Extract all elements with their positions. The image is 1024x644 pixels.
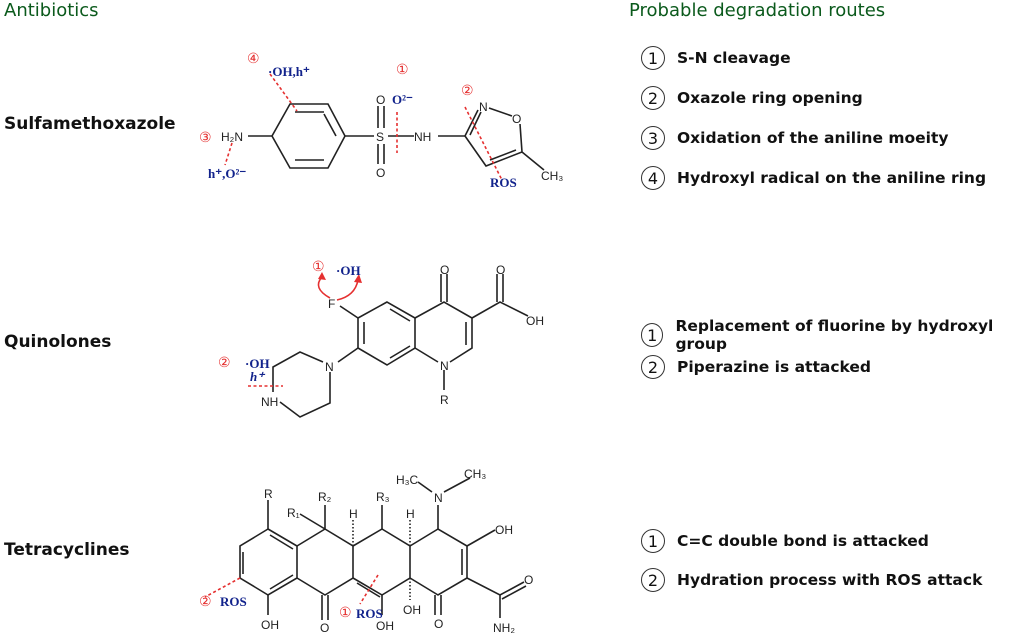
svg-text:F: F — [328, 297, 335, 311]
svg-text:H₂N: H₂N — [221, 130, 243, 144]
svg-text:O: O — [320, 621, 329, 635]
route-label: Hydration process with ROS attack — [677, 571, 983, 589]
svg-text:R: R — [264, 487, 273, 501]
route-label: Hydroxyl radical on the aniline ring — [677, 169, 987, 187]
quinolone-structure: F O O OH N N R NH ① ② ·OH ·OH h⁺ — [218, 258, 544, 418]
svg-text:h⁺: h⁺ — [250, 369, 266, 384]
route-label: S-N cleavage — [677, 49, 791, 67]
svg-text:CH₃: CH₃ — [541, 169, 563, 183]
route-item: 2 Hydration process with ROS attack — [641, 568, 982, 592]
routes-header: Probable degradation routes — [629, 0, 886, 21]
svg-text:OH: OH — [376, 619, 394, 633]
drug-name-sulfamethoxazole: Sulfamethoxazole — [4, 114, 176, 134]
drug-name-tetracyclines: Tetracyclines — [4, 540, 130, 560]
route-number: 2 — [641, 86, 665, 110]
svg-text:ROS: ROS — [220, 594, 247, 609]
attack-marker-2: ② — [461, 82, 474, 98]
route-number: 1 — [641, 46, 665, 70]
sulfamethoxazole-structure: H₂N S O O NH N O CH₃ ④ ① ② ③ ·OH,h⁺ O²⁻ … — [199, 50, 563, 190]
svg-text:NH₂: NH₂ — [493, 621, 515, 635]
route-label: Replacement of fluorine by hydroxyl grou… — [675, 317, 994, 353]
route-item: 2 Oxazole ring opening — [641, 86, 863, 110]
svg-text:N: N — [325, 360, 334, 374]
route-number: 2 — [641, 568, 665, 592]
route-number: 1 — [641, 323, 664, 347]
svg-text:O: O — [376, 166, 385, 180]
svg-text:R₂: R₂ — [318, 490, 332, 504]
route-item: 1 S-N cleavage — [641, 46, 791, 70]
svg-text:ROS: ROS — [490, 175, 517, 190]
attack-marker-1: ① — [339, 604, 352, 620]
svg-text:CH₃: CH₃ — [464, 467, 486, 481]
svg-text:H₃C: H₃C — [396, 473, 419, 487]
svg-text:OH: OH — [403, 603, 421, 617]
route-item: 3 Oxidation of the aniline moeity — [641, 126, 949, 150]
drug-name-quinolones: Quinolones — [4, 332, 112, 352]
svg-text:O: O — [496, 263, 505, 277]
svg-text:·OH: ·OH — [245, 356, 270, 371]
svg-text:NH: NH — [414, 130, 431, 144]
svg-text:O: O — [434, 617, 443, 631]
route-label: Oxazole ring opening — [677, 89, 863, 107]
svg-text:OH: OH — [495, 523, 513, 537]
route-label: Piperazine is attacked — [677, 358, 872, 376]
route-number: 1 — [641, 529, 665, 553]
svg-text:O²⁻: O²⁻ — [392, 92, 413, 107]
svg-text:O: O — [376, 93, 385, 107]
svg-text:·OH: ·OH — [336, 263, 361, 278]
svg-text:H: H — [406, 507, 415, 521]
svg-text:OH: OH — [261, 618, 279, 632]
route-number: 4 — [641, 166, 665, 190]
route-item: 4 Hydroxyl radical on the aniline ring — [641, 166, 986, 190]
attack-marker-1: ① — [312, 258, 325, 274]
svg-text:ROS: ROS — [356, 606, 383, 621]
attack-marker-4: ④ — [247, 50, 260, 66]
attack-marker-3: ③ — [199, 129, 212, 145]
svg-text:N: N — [479, 100, 488, 114]
svg-text:R₁: R₁ — [287, 506, 300, 520]
svg-text:O: O — [440, 263, 449, 277]
svg-text:O: O — [512, 112, 521, 126]
route-number: 3 — [641, 126, 665, 150]
svg-text:NH: NH — [261, 395, 278, 409]
route-item: 1 Replacement of fluorine by hydroxyl gro… — [641, 317, 1024, 353]
svg-text:·OH,h⁺: ·OH,h⁺ — [268, 64, 310, 79]
svg-text:N: N — [440, 359, 449, 373]
svg-text:N: N — [434, 491, 443, 505]
route-label: Oxidation of the aniline moeity — [677, 129, 949, 147]
svg-text:h⁺,O²⁻: h⁺,O²⁻ — [208, 166, 246, 181]
svg-text:H: H — [349, 507, 358, 521]
tetracycline-structure: R R₁ R₂ R₃ H H N H₃C CH₃ OH OH OH OH O O… — [199, 467, 533, 635]
attack-marker-2: ② — [218, 354, 231, 370]
route-item: 2 Piperazine is attacked — [641, 355, 871, 379]
attack-marker-1: ① — [396, 61, 409, 77]
route-label: C=C double bond is attacked — [677, 532, 929, 550]
svg-text:OH: OH — [526, 314, 544, 328]
antibiotics-header: Antibiotics — [4, 0, 99, 21]
attack-marker-2: ② — [199, 593, 212, 609]
svg-text:R₃: R₃ — [376, 490, 390, 504]
svg-text:R: R — [440, 393, 449, 407]
route-item: 1 C=C double bond is attacked — [641, 529, 929, 553]
svg-text:O: O — [524, 573, 533, 587]
route-number: 2 — [641, 355, 665, 379]
svg-text:S: S — [376, 130, 384, 144]
